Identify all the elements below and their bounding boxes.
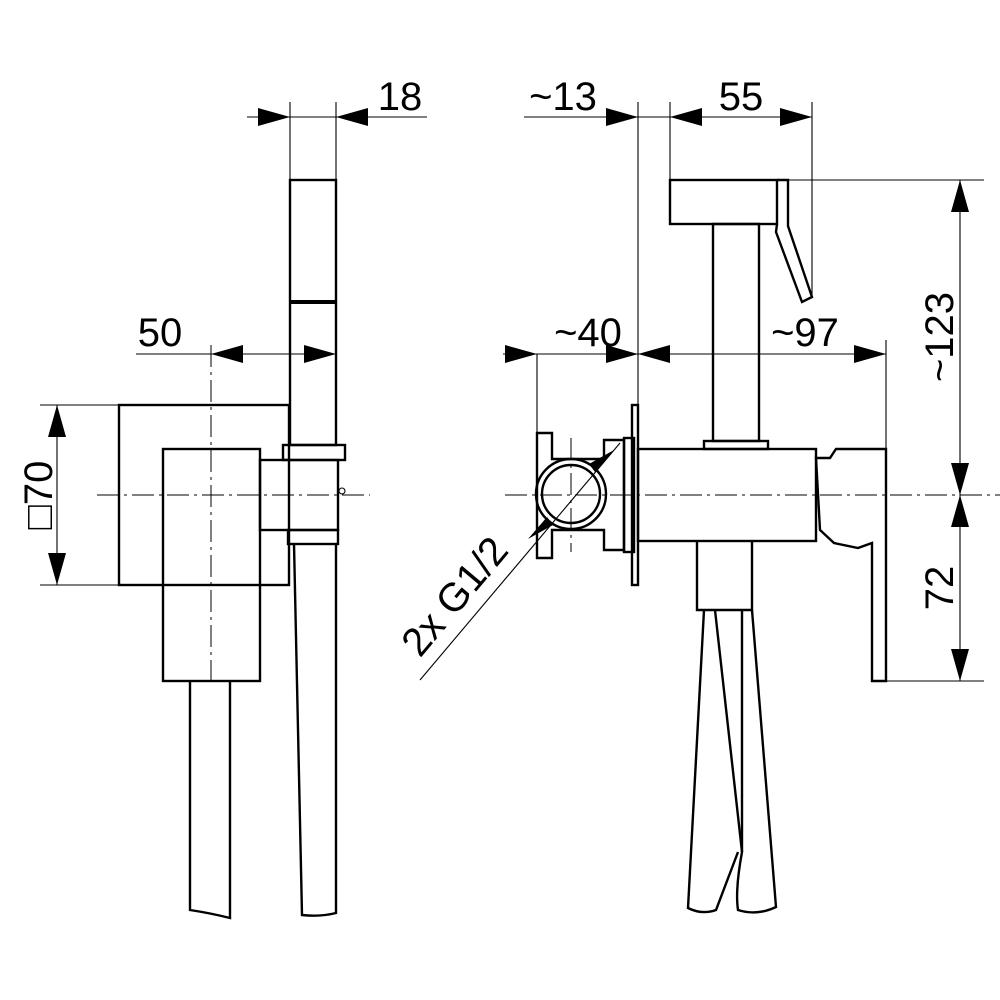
- dim-square-70: □70: [17, 404, 119, 586]
- dim-72-label: 72: [918, 566, 962, 611]
- dim-50: 50: [136, 311, 336, 363]
- dim-123-label: ~123: [918, 292, 962, 382]
- side-hose-left: [686, 609, 740, 914]
- front-shower-handle: [288, 178, 338, 447]
- dim-thread-label: 2x G1/2: [393, 529, 517, 665]
- dim-18-label: 18: [378, 75, 423, 119]
- dim-square-70-label: □70: [17, 461, 61, 530]
- front-holder-collar: [281, 443, 347, 462]
- dim-97-label: ~97: [771, 311, 839, 355]
- dim-72: 72: [886, 495, 984, 682]
- side-shower-trigger: [774, 178, 814, 304]
- side-hose-outlet: [695, 541, 754, 612]
- front-hose-mixer: [188, 681, 232, 920]
- dim-40-label: ~40: [554, 311, 622, 355]
- front-hose-shower: [292, 543, 338, 917]
- dim-55-label: 55: [719, 75, 764, 119]
- front-holder-base: [286, 528, 340, 546]
- side-lever: [814, 447, 888, 683]
- side-stem-collar: [702, 439, 770, 451]
- side-view: ~13 55 ~40 ~97: [393, 75, 1000, 914]
- side-hose-cross: [713, 609, 744, 853]
- dim-thread: 2x G1/2: [393, 442, 621, 681]
- front-holder-pin: [338, 487, 346, 495]
- dim-123: ~123: [777, 179, 984, 495]
- side-shower-stem: [711, 222, 761, 443]
- dim-13-label: ~13: [529, 75, 597, 119]
- dim-50-label: 50: [138, 311, 183, 355]
- side-shower-head: [668, 178, 779, 226]
- front-view: 18 50 □70: [17, 75, 427, 920]
- side-mounting-bracket: [535, 431, 626, 560]
- dim-40: ~40: [503, 311, 638, 433]
- dim-18: 18: [247, 75, 427, 180]
- dim-97: ~97: [638, 311, 887, 449]
- side-hose-right: [735, 609, 778, 914]
- dim-55: 55: [638, 75, 813, 297]
